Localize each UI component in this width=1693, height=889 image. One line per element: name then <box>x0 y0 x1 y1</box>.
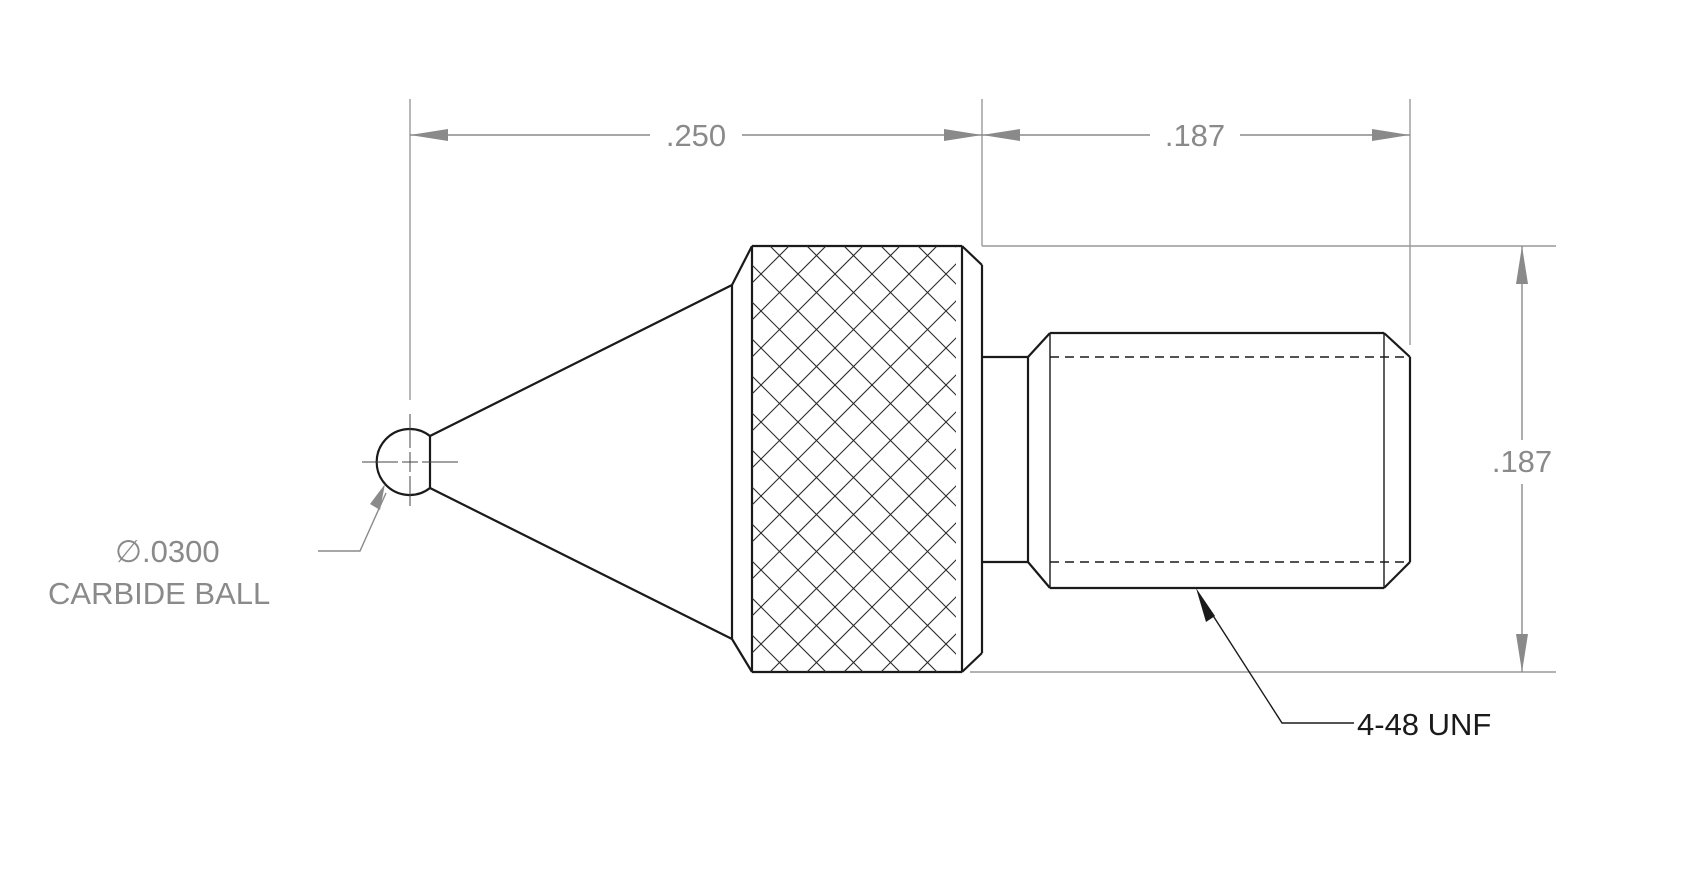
knurl-line <box>1103 246 1529 672</box>
knurl-line <box>752 246 790 284</box>
dimension-height: .187 <box>1492 246 1552 672</box>
dimension-left-length: .250 <box>410 118 982 153</box>
knurl-line <box>806 522 956 672</box>
ball-leader: ∅.0300 CARBIDE BALL <box>48 484 387 611</box>
knurled-body <box>252 244 1693 674</box>
knurl-line <box>752 560 864 672</box>
knurl-line <box>843 559 956 672</box>
dimension-right-length: .187 <box>982 118 1410 153</box>
knurl-line <box>752 671 753 672</box>
knurl-line <box>954 670 956 672</box>
knurl-line <box>1288 246 1693 672</box>
knurl-line <box>1288 246 1693 672</box>
knurl-line <box>1103 246 1529 672</box>
knurl-line <box>1029 246 1455 672</box>
knurl-line <box>752 634 790 672</box>
carbide-ball <box>362 414 458 506</box>
knurl-line <box>1214 246 1640 672</box>
knurl-line <box>1066 246 1492 672</box>
dimension-right-length-label: .187 <box>1165 118 1225 153</box>
knurl-line <box>806 246 956 396</box>
knurl-line <box>252 246 678 672</box>
knurl-line <box>1029 246 1455 672</box>
thread-leader: 4-48 UNF <box>1196 588 1491 742</box>
knurl-line <box>752 246 753 247</box>
threaded-shank <box>1027 331 1412 590</box>
ball-diameter-note: ∅.0300 <box>115 534 220 569</box>
knurl-line <box>289 246 715 672</box>
knurl-line <box>752 448 956 654</box>
knurl-line <box>752 374 956 580</box>
extension-lines <box>409 99 1556 673</box>
knurl-line <box>752 597 827 672</box>
knurl-line <box>769 485 956 672</box>
knurl-line <box>880 246 956 322</box>
knurl-line <box>1214 246 1640 672</box>
knurl-line <box>1066 246 1492 672</box>
knurl-line <box>752 300 956 506</box>
knurl-line <box>252 246 678 672</box>
knurl-pattern <box>252 246 1693 672</box>
knurl-line <box>1251 246 1677 672</box>
knurl-line <box>752 246 864 358</box>
knurl-line <box>954 246 956 248</box>
knurl-line <box>880 596 956 672</box>
knurl-line <box>1251 246 1677 672</box>
knurl-line <box>843 246 956 359</box>
knurl-line <box>752 246 938 432</box>
cone-tip <box>429 284 734 640</box>
knurl-line <box>289 246 715 672</box>
knurl-line <box>752 411 956 617</box>
dimension-height-label: .187 <box>1492 444 1552 479</box>
neck <box>982 355 1030 564</box>
knurl-line <box>752 246 901 395</box>
knurl-line <box>1436 246 1693 672</box>
knurl-line <box>752 486 938 672</box>
knurl-line <box>752 523 901 672</box>
knurl-line <box>1436 246 1693 672</box>
thread-note: 4-48 UNF <box>1357 707 1491 742</box>
knurl-line <box>752 263 956 469</box>
ball-material-note: CARBIDE BALL <box>48 576 270 611</box>
knurl-line <box>752 337 956 543</box>
knurl-line <box>752 246 827 321</box>
dimension-left-length-label: .250 <box>666 118 726 153</box>
knurl-line <box>769 246 956 433</box>
